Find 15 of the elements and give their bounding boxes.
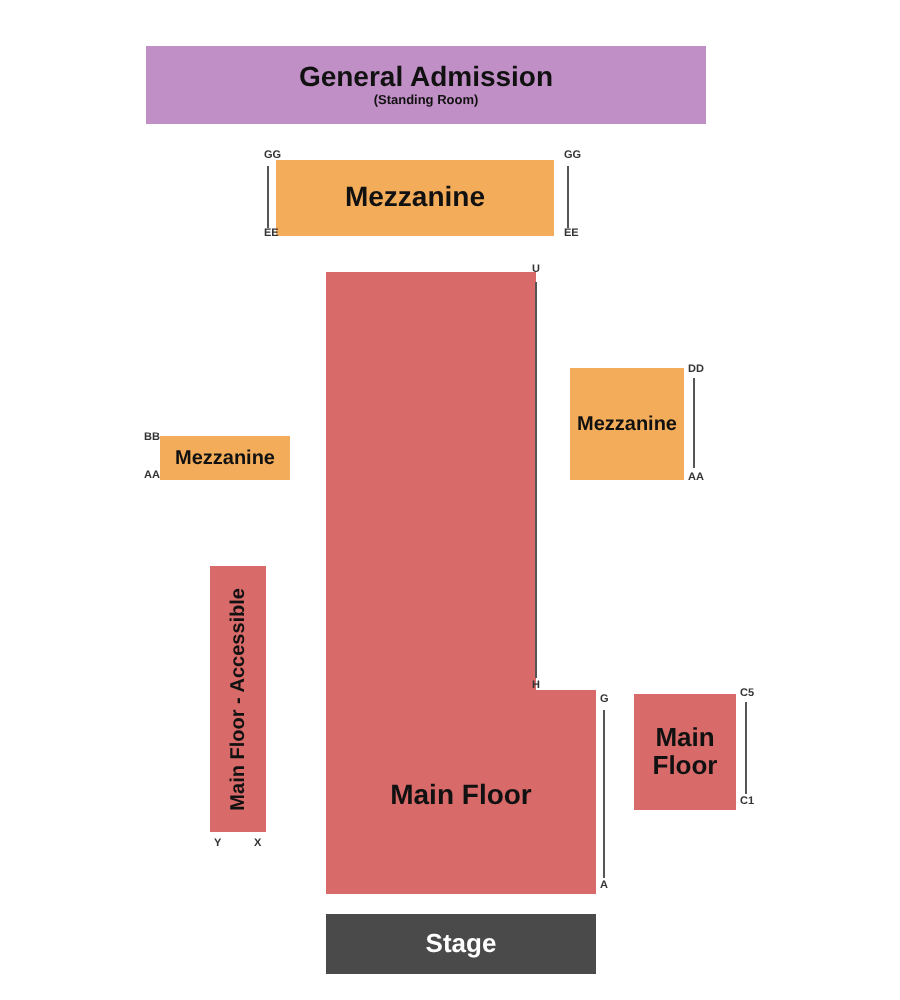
section-name: Main Floor xyxy=(390,779,532,810)
standing-area xyxy=(146,46,706,124)
seating-section xyxy=(276,160,554,236)
section-name: Main Floor - Accessible xyxy=(227,587,249,811)
section-name: Mezzanine xyxy=(344,182,485,214)
section-name: Stage xyxy=(425,929,497,959)
section-name: General Admission xyxy=(298,62,554,94)
stage xyxy=(326,914,596,974)
section-name: Mezzanine xyxy=(576,413,677,435)
seating-section xyxy=(570,368,684,480)
section-name: Mezzanine xyxy=(174,447,275,469)
seating-section xyxy=(160,436,290,480)
seating-section xyxy=(210,566,266,832)
seating-section xyxy=(634,694,736,810)
section-name: Main Floor xyxy=(650,723,720,781)
